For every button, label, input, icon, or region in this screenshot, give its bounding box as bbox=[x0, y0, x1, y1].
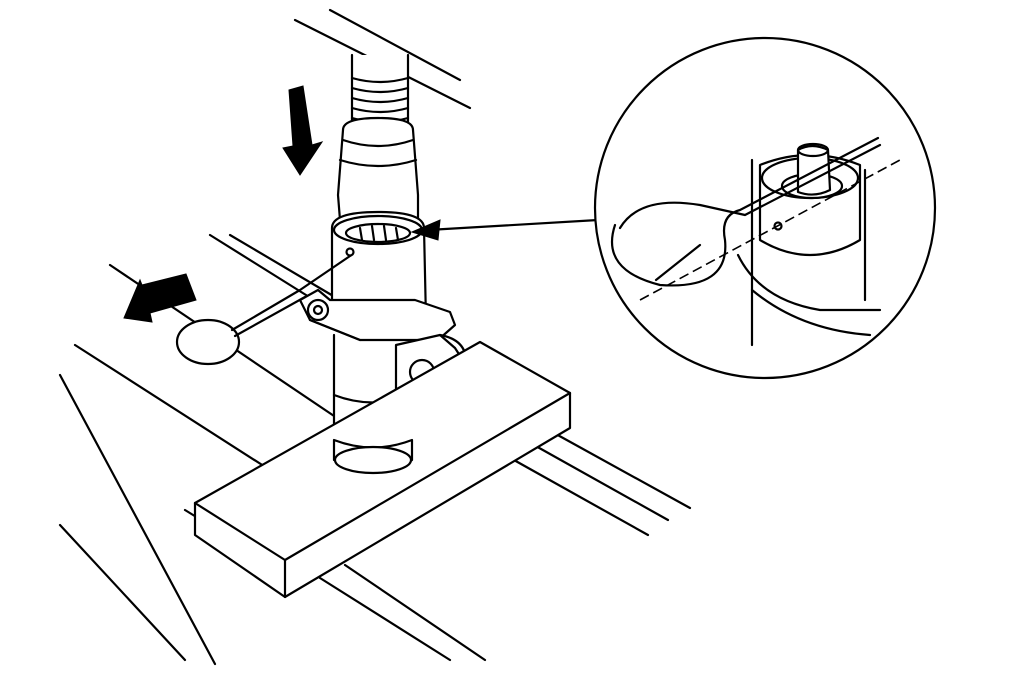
threaded-rod bbox=[350, 53, 410, 124]
insertion-arrow bbox=[123, 273, 197, 323]
pointer-arrow bbox=[410, 218, 600, 241]
coupling-sleeve bbox=[336, 116, 420, 222]
base-plate bbox=[193, 340, 572, 599]
downward-arrow bbox=[282, 85, 324, 176]
cotter-pin bbox=[175, 254, 352, 366]
detail-callout-circle bbox=[593, 36, 937, 380]
